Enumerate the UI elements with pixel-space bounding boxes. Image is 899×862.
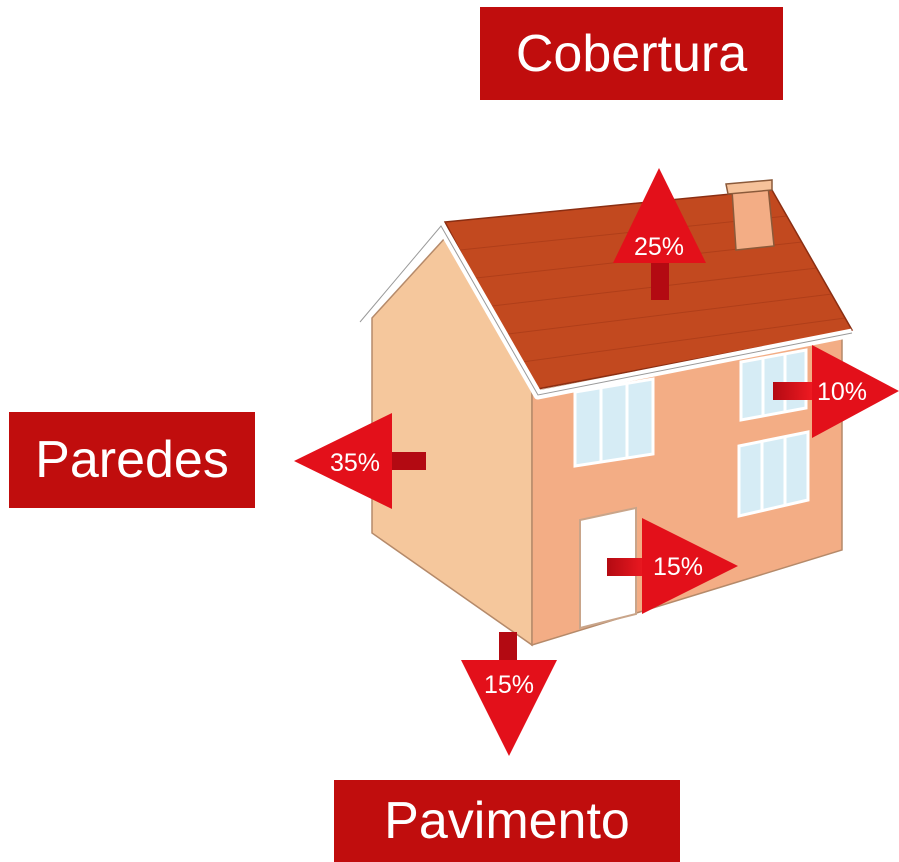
chimney — [731, 185, 775, 251]
walls-loss-value: 35% — [330, 449, 380, 477]
roof-label: Cobertura — [480, 7, 783, 100]
windows-loss-value: 10% — [817, 378, 867, 406]
floor-label: Pavimento — [334, 780, 680, 862]
floor-loss-arrow — [461, 632, 557, 756]
roof-loss-value: 25% — [634, 233, 684, 261]
window-right-lower — [737, 430, 810, 518]
floor-loss-value: 15% — [484, 671, 534, 699]
windows-loss-arrow — [773, 345, 899, 438]
door-loss-value: 15% — [653, 553, 703, 581]
door-loss-arrow — [607, 518, 738, 614]
walls-label: Paredes — [9, 412, 255, 508]
window-left-upper — [573, 377, 655, 468]
walls-loss-arrow — [294, 413, 426, 509]
roof-loss-arrow — [613, 168, 706, 300]
